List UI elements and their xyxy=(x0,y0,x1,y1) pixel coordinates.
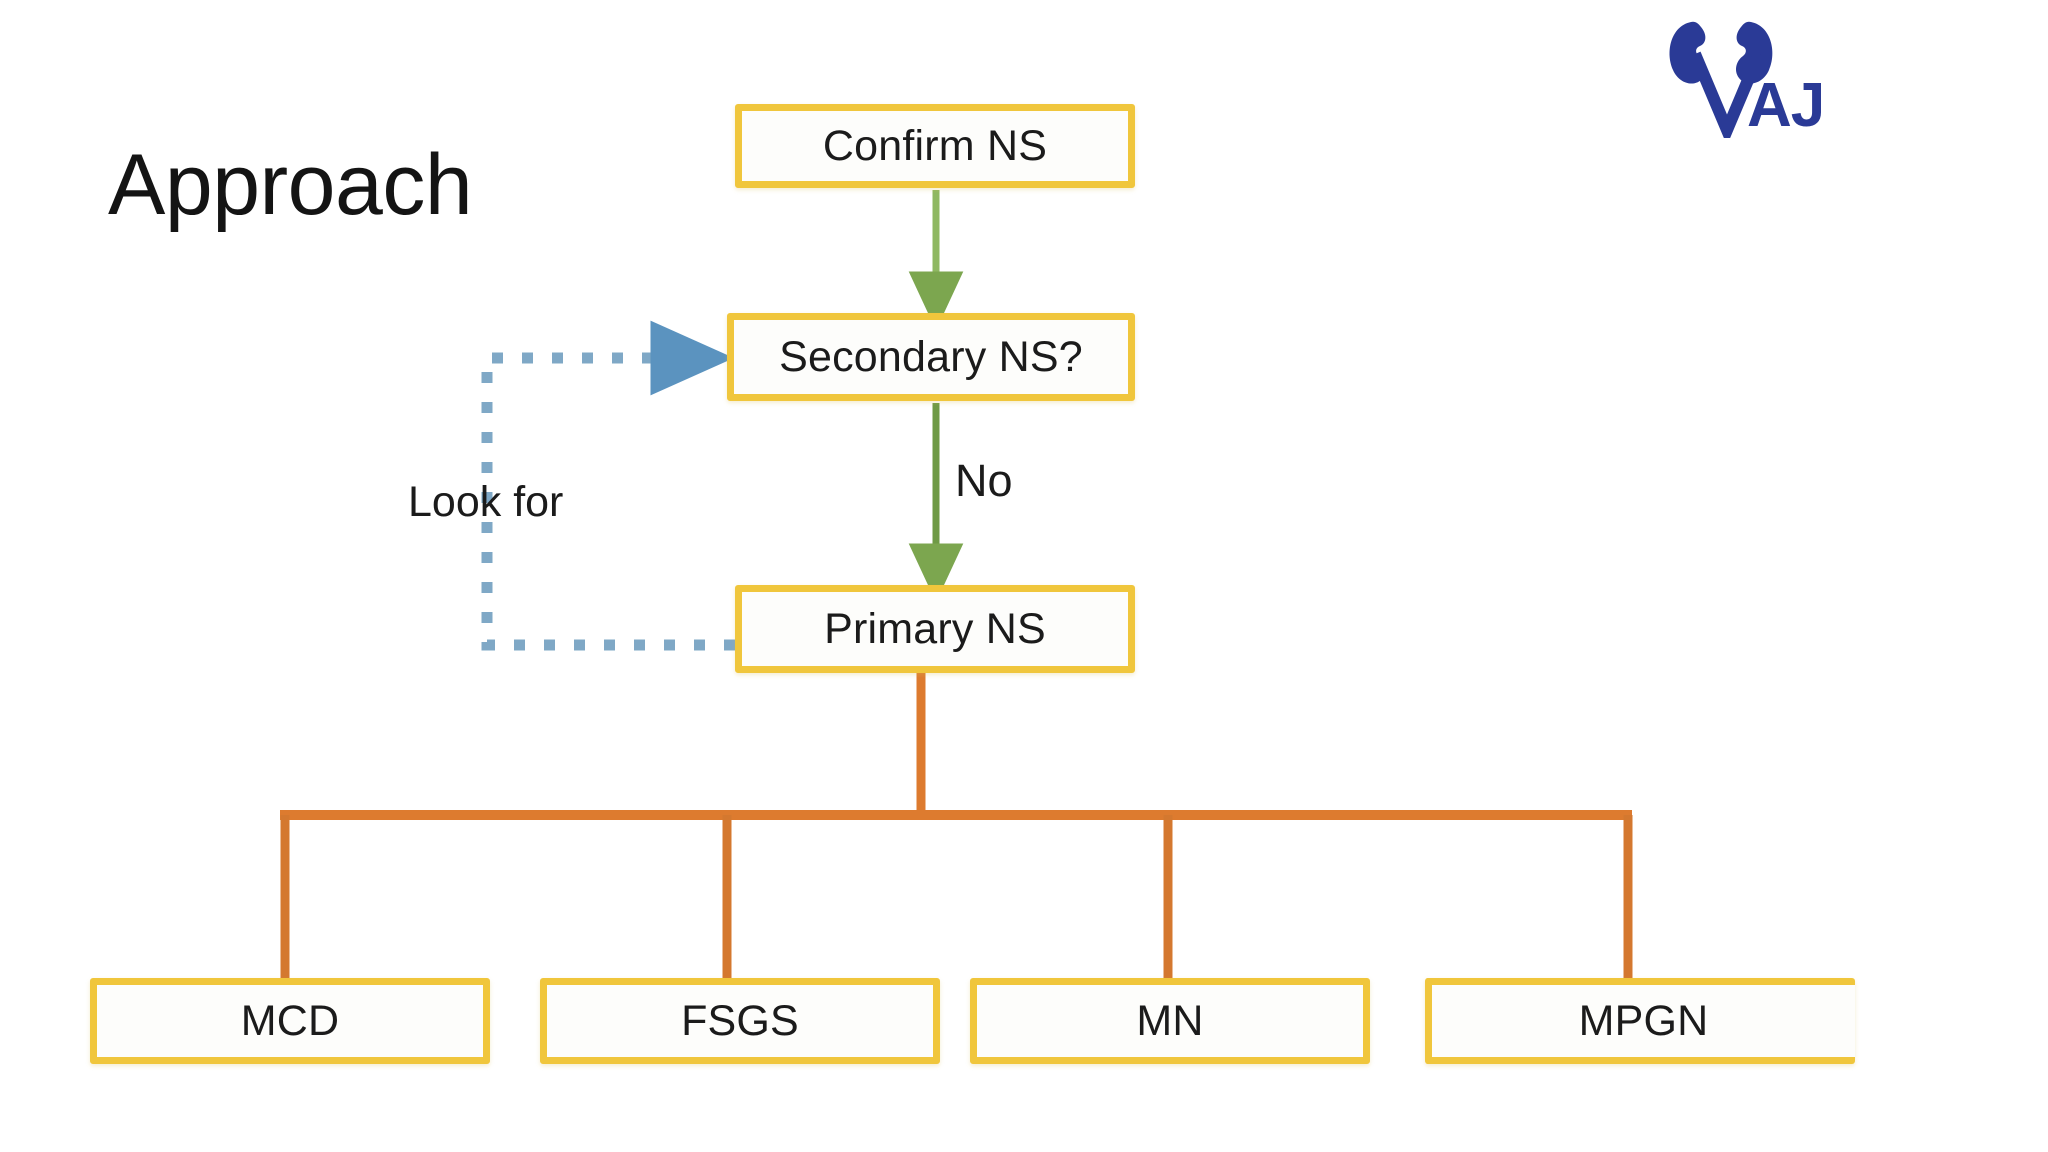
edge-label-no: No xyxy=(955,455,1013,506)
node-primary-ns[interactable]: Primary NS xyxy=(735,585,1135,673)
node-fsgs[interactable]: FSGS xyxy=(540,978,940,1064)
node-mpgn[interactable]: MPGN xyxy=(1425,978,1855,1064)
node-mcd[interactable]: MCD xyxy=(90,978,490,1064)
page-title: Approach xyxy=(108,137,473,233)
edge-label-look-for: Look for xyxy=(408,478,564,526)
node-confirm-ns[interactable]: Confirm NS xyxy=(735,104,1135,188)
node-secondary-ns[interactable]: Secondary NS? xyxy=(727,313,1135,401)
kidney-logo: AJ xyxy=(1655,8,1895,138)
logo-wordmark: AJ xyxy=(1747,71,1825,138)
edge-primary-to-diagnoses xyxy=(280,673,1633,980)
node-mn[interactable]: MN xyxy=(970,978,1370,1064)
kidney-logo-icon xyxy=(1669,21,1773,138)
